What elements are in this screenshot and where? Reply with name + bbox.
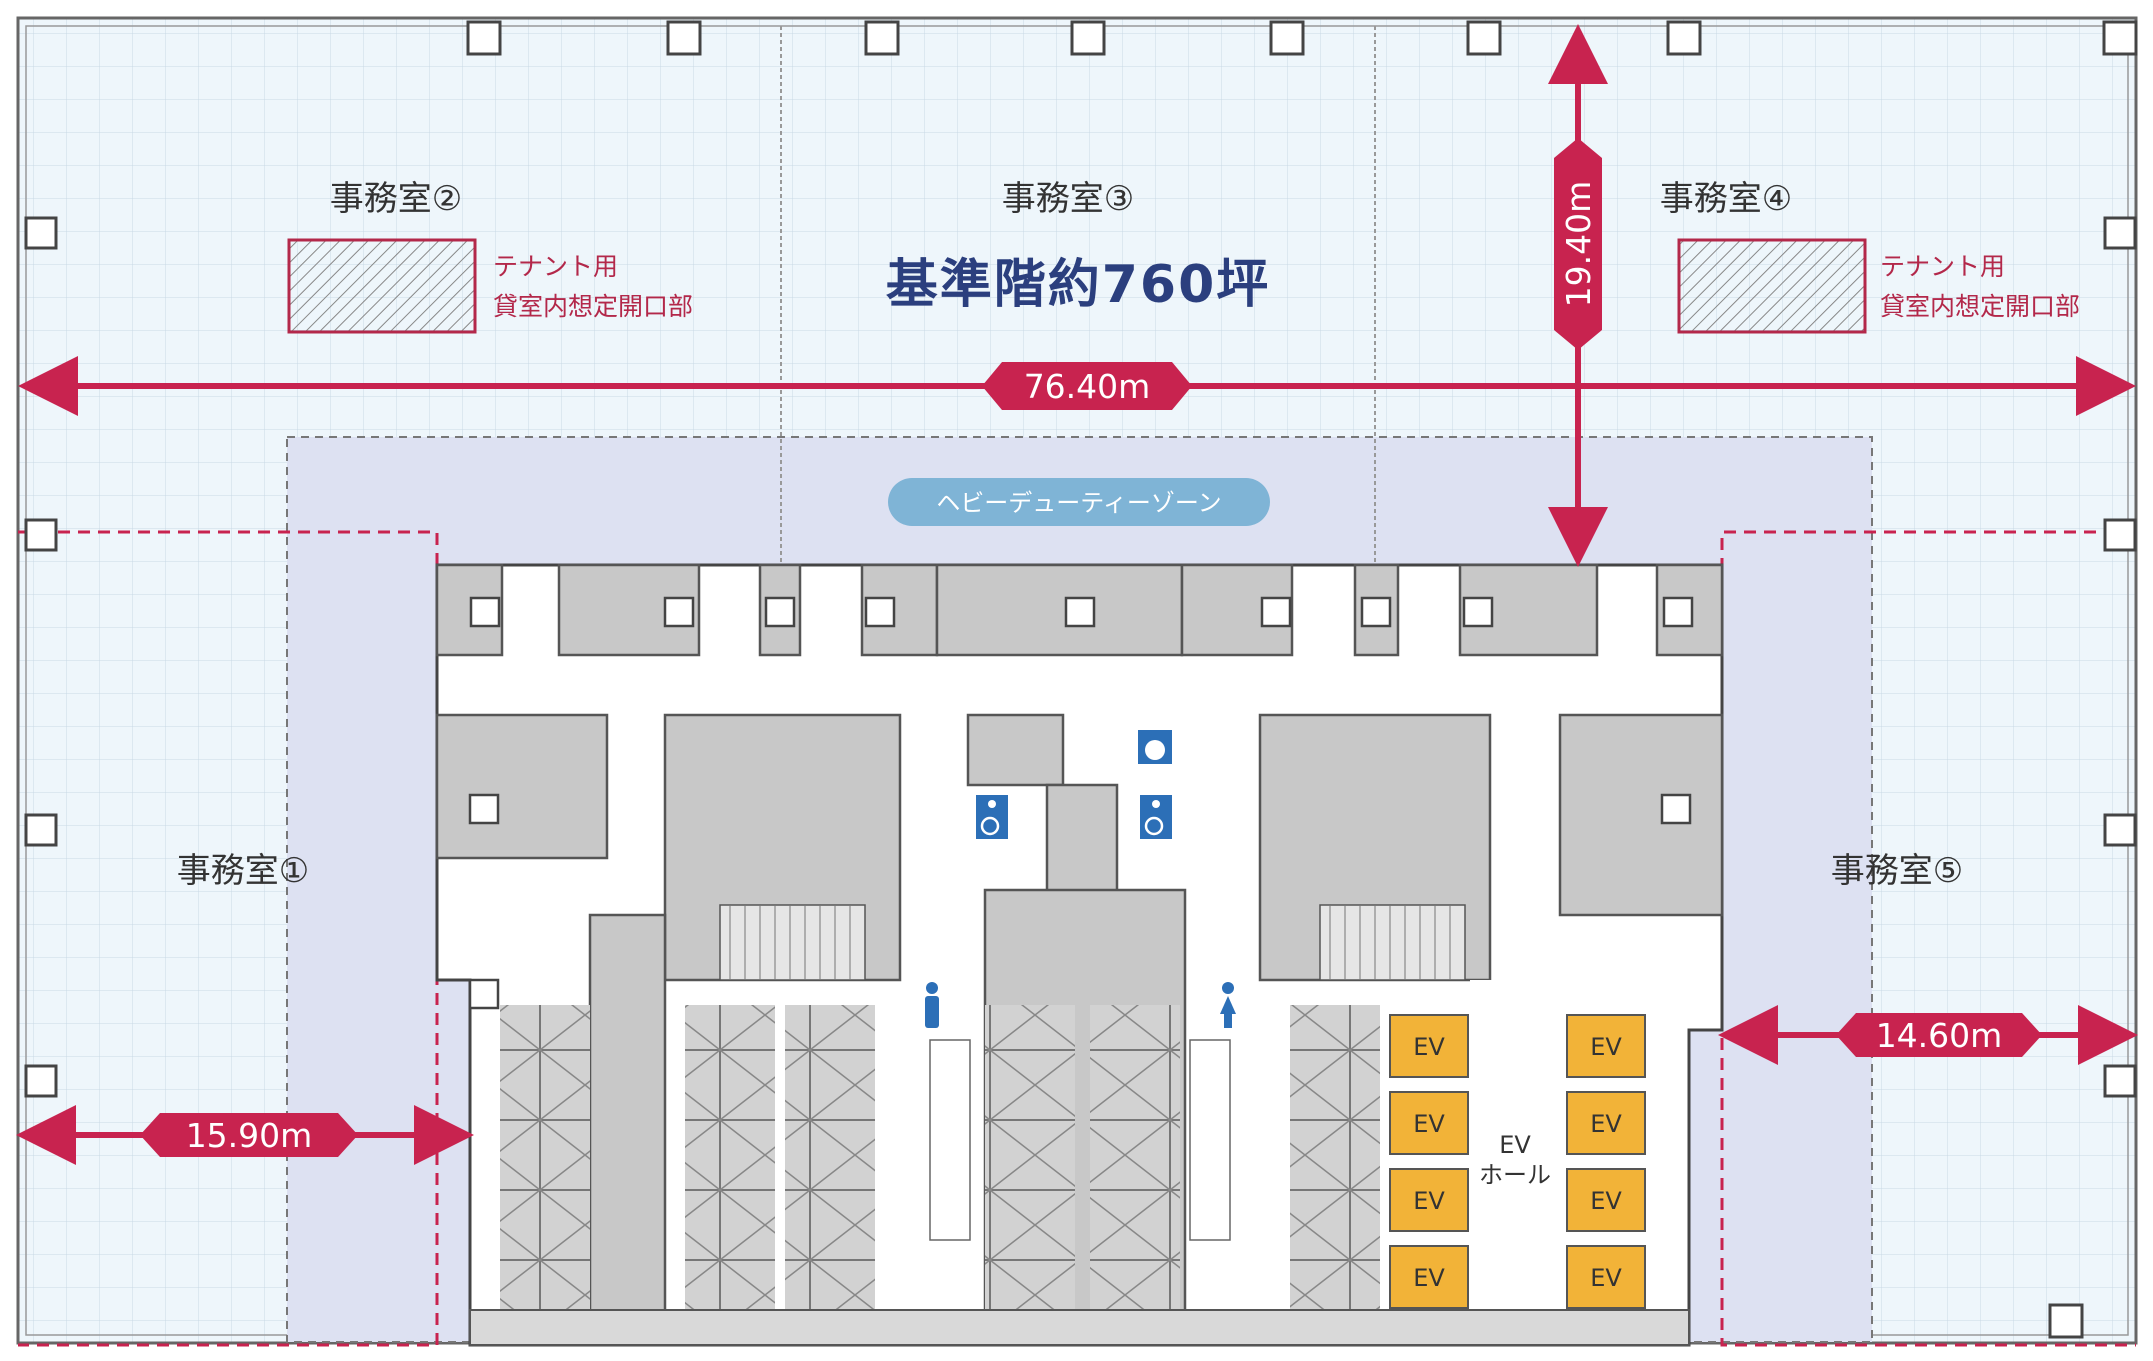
tenant-opening-line2: 貸室内想定開口部	[1880, 292, 2080, 321]
dimension-left-depth: 15.90m	[186, 1116, 313, 1155]
elevator-label: EV	[1590, 1264, 1622, 1292]
tenant-opening-box	[287, 238, 477, 334]
elevator-car	[1566, 1014, 1646, 1078]
elevator-label: EV	[1413, 1033, 1445, 1061]
toilets	[929, 1039, 1231, 1241]
elevator-label: EV	[1590, 1187, 1622, 1215]
elevator-car	[1389, 1014, 1469, 1078]
room-label-office-3: 事務室③	[1002, 179, 1134, 219]
floor-title: 基準階約760坪	[886, 255, 1271, 315]
heavy-duty-zone-pill	[888, 478, 1270, 526]
ev-hall-area	[1470, 980, 1560, 1310]
wheelchair-icon	[1140, 795, 1172, 839]
elevator-label: EV	[1413, 1110, 1445, 1138]
elevators	[1389, 1014, 1646, 1309]
stairs	[719, 904, 1466, 981]
elevator-car	[1389, 1091, 1469, 1155]
tenant-opening-line2: 貸室内想定開口部	[493, 292, 693, 321]
shafts	[500, 1005, 1380, 1320]
elevator-label: EV	[1590, 1033, 1622, 1061]
kettle-icon	[1138, 730, 1172, 764]
elevator-car	[1389, 1245, 1469, 1309]
elevator-car	[1566, 1091, 1646, 1155]
tenant-opening-box	[1677, 238, 1867, 334]
dimension-tag-left	[140, 1113, 358, 1157]
room-label-office-5: 事務室⑤	[1831, 851, 1963, 891]
dimension-total-width: 76.40m	[1024, 367, 1151, 406]
room-label-office-4: 事務室④	[1660, 179, 1792, 219]
female-toilet-icon	[1220, 982, 1236, 1028]
perimeter-columns	[24, 20, 2138, 1339]
elevator-car	[1566, 1168, 1646, 1232]
elevator-label: EV	[1590, 1110, 1622, 1138]
room-label-office-2: 事務室②	[330, 179, 462, 219]
core-top-rooms	[435, 563, 1724, 657]
elevator-label: EV	[1413, 1264, 1445, 1292]
ev-hall-label-line2: ホール	[1479, 1161, 1551, 1189]
male-toilet-icon	[925, 982, 939, 1028]
ev-hall-label-line1: EV	[1499, 1131, 1531, 1159]
dimension-right-depth: 14.60m	[1876, 1016, 2003, 1055]
heavy-duty-zone-label: ヘビーデューティーゾーン	[936, 489, 1221, 517]
tenant-opening-line1: テナント用	[493, 252, 618, 281]
dimension-tag-depth	[1554, 138, 1602, 350]
elevator-car	[1389, 1168, 1469, 1232]
room-label-office-1: 事務室①	[177, 851, 309, 891]
dimension-depth: 19.40m	[1559, 181, 1598, 308]
dimension-tag-width	[982, 362, 1192, 410]
elevator-label: EV	[1413, 1187, 1445, 1215]
elevator-car	[1566, 1245, 1646, 1309]
wheelchair-icon	[976, 795, 1008, 839]
tenant-opening-line1: テナント用	[1880, 252, 2005, 281]
dimension-tag-right	[1836, 1013, 2042, 1057]
